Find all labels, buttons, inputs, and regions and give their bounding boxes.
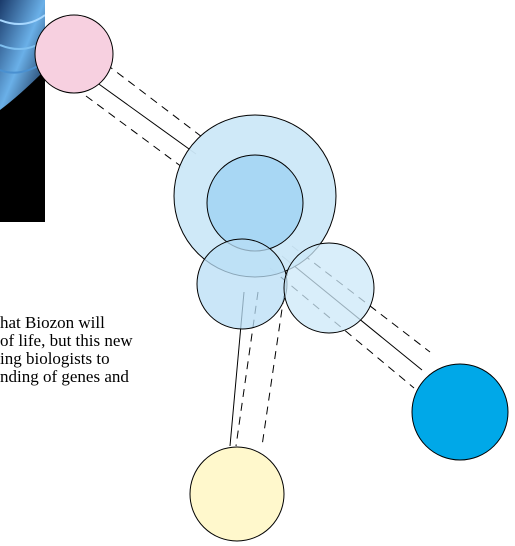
- edge-solid: [95, 81, 197, 155]
- deep-blue-node: [411, 363, 509, 461]
- background-photo: [0, 0, 45, 222]
- lower-left-blue-node: [196, 238, 288, 330]
- paragraph-line: hat Biozon will: [0, 313, 105, 332]
- paragraph-line: ing biologists to: [0, 349, 110, 368]
- inner-blue-node: [206, 154, 304, 252]
- edge-dashed: [85, 95, 187, 171]
- edge-dashed: [235, 291, 259, 447]
- partial-paragraph: hat Biozon will of life, but this new in…: [0, 314, 220, 386]
- paragraph-line: of life, but this new: [0, 331, 133, 350]
- paragraph-line: nding of genes and: [0, 367, 129, 386]
- yellow-node: [189, 446, 285, 542]
- edge-dashed: [105, 63, 207, 141]
- lower-right-blue-node: [283, 242, 375, 334]
- pink-node: [34, 14, 114, 94]
